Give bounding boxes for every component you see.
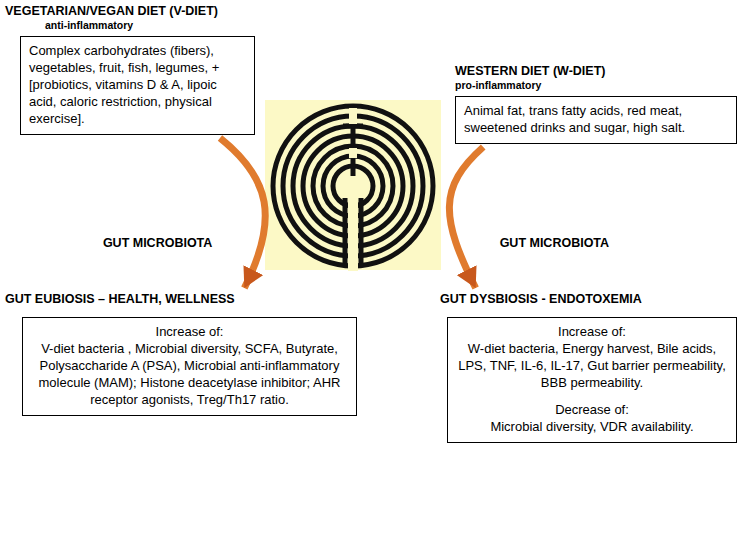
curved-arrow: [220, 138, 265, 288]
box-text: Complex carbohydrates (fibers), vegetabl…: [29, 42, 246, 127]
box-text: Animal fat, trans fatty acids, red meat,…: [464, 102, 728, 136]
yellow-square: [265, 100, 441, 270]
box-heading: WESTERN DIET (W-DIET): [455, 64, 737, 79]
box-heading: VEGETARIAN/VEGAN DIET (V-DIET): [5, 4, 255, 19]
diet-box: GUT DYSBIOSIS - ENDOTOXEMIA Increase of:W…: [440, 292, 737, 443]
list-title: Increase of:: [456, 323, 728, 340]
curved-arrow: [449, 147, 483, 288]
box-subheading: pro-inflammatory: [455, 79, 737, 92]
diet-box: VEGETARIAN/VEGAN DIET (V-DIET)anti-infla…: [5, 4, 255, 135]
text-box: Increase of:W-diet bacteria, Energy harv…: [447, 317, 737, 443]
box-text: V-diet bacteria , Microbial diversity, S…: [31, 340, 348, 408]
edge-label: GUT MICROBIOTA: [101, 236, 214, 251]
diet-box: GUT EUBIOSIS – HEALTH, WELLNESS Increase …: [5, 292, 357, 416]
diet-box: WESTERN DIET (W-DIET)pro-inflammatoryAni…: [455, 64, 737, 144]
box-text: W-diet bacteria, Energy harvest, Bile ac…: [456, 340, 728, 391]
box-heading: GUT EUBIOSIS – HEALTH, WELLNESS: [5, 292, 357, 307]
edge-label: GUT MICROBIOTA: [498, 236, 611, 251]
text-box: Animal fat, trans fatty acids, red meat,…: [455, 96, 737, 144]
text-box: Complex carbohydrates (fibers), vegetabl…: [20, 36, 255, 135]
text-box: Increase of:V-diet bacteria , Microbial …: [22, 317, 357, 416]
box-heading: GUT DYSBIOSIS - ENDOTOXEMIA: [440, 292, 737, 307]
list-title: Increase of:: [31, 323, 348, 340]
box-subheading: anti-inflammatory: [45, 19, 255, 32]
box-text: Microbial diversity, VDR availability.: [456, 418, 728, 435]
list-title: Decrease of:: [456, 401, 728, 418]
